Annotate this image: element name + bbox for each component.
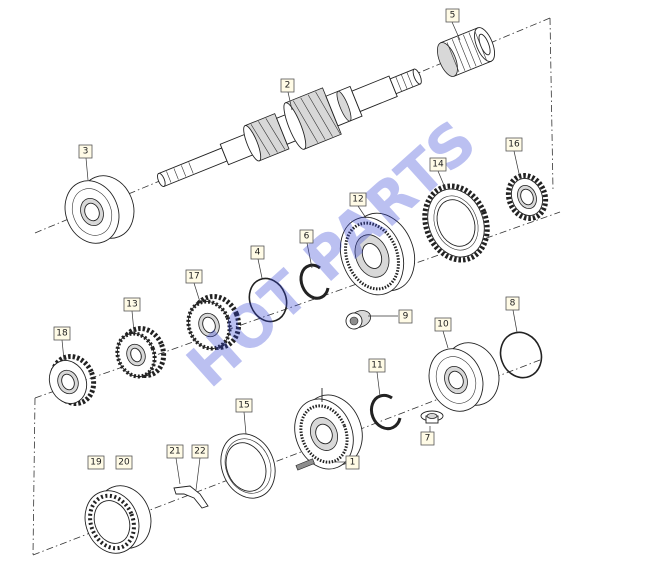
label-18: 18 <box>53 326 71 341</box>
label-10: 10 <box>434 317 452 332</box>
svg-text:11: 11 <box>371 361 382 371</box>
svg-text:3: 3 <box>83 147 89 157</box>
label-4: 4 <box>250 245 265 260</box>
part-2-main-shaft <box>157 68 422 188</box>
svg-text:20: 20 <box>118 458 130 468</box>
svg-text:12: 12 <box>352 195 363 205</box>
part-5-needle-bearing <box>437 27 496 77</box>
svg-text:16: 16 <box>508 140 520 150</box>
label-20: 20 <box>115 455 133 470</box>
label-12: 12 <box>349 192 367 207</box>
label-1: 1 <box>345 455 360 470</box>
label-7: 7 <box>420 431 435 446</box>
svg-text:4: 4 <box>255 248 261 258</box>
svg-text:21: 21 <box>169 447 180 457</box>
svg-text:22: 22 <box>194 447 205 457</box>
label-5: 5 <box>445 8 460 23</box>
svg-text:15: 15 <box>238 401 249 411</box>
label-16: 16 <box>505 137 523 152</box>
part-18-gear <box>48 354 97 406</box>
svg-text:7: 7 <box>425 434 431 444</box>
svg-text:1: 1 <box>350 458 356 468</box>
svg-text:9: 9 <box>403 312 409 322</box>
label-15: 15 <box>235 398 253 413</box>
part-1-synchro-assembly <box>294 388 363 471</box>
part-21-22-shift-fork <box>173 485 209 509</box>
part-19-20-sleeve <box>84 485 152 554</box>
label-21: 21 <box>166 444 184 459</box>
svg-text:14: 14 <box>432 160 444 170</box>
svg-text:10: 10 <box>437 320 449 330</box>
part-6-snap-ring <box>299 263 330 300</box>
part-7-cap <box>420 410 444 424</box>
label-9: 9 <box>398 309 413 324</box>
label-17: 17 <box>185 269 203 284</box>
part-15-synchro-ring <box>220 433 276 499</box>
part-14-synchro-ring <box>422 183 490 263</box>
label-14: 14 <box>429 157 447 172</box>
label-3: 3 <box>78 144 93 159</box>
svg-text:2: 2 <box>285 81 291 91</box>
svg-text:13: 13 <box>126 300 137 310</box>
svg-text:17: 17 <box>188 272 199 282</box>
label-6: 6 <box>299 229 314 244</box>
svg-text:19: 19 <box>90 458 102 468</box>
part-11-snap-ring <box>369 393 402 431</box>
label-11: 11 <box>368 358 386 373</box>
part-12-synchro-hub <box>339 212 416 296</box>
label-19: 19 <box>87 455 105 470</box>
part-13-gear <box>115 326 167 379</box>
svg-text:6: 6 <box>304 232 310 242</box>
label-22: 22 <box>191 444 209 459</box>
part-8-ring <box>499 331 543 379</box>
part-10-ball-bearing <box>428 342 500 412</box>
svg-text:5: 5 <box>450 11 456 21</box>
part-3-ball-bearing <box>64 175 135 244</box>
svg-text:8: 8 <box>510 299 516 309</box>
part-4-ring <box>248 277 288 323</box>
part-9-bushing <box>345 310 372 330</box>
svg-text:18: 18 <box>56 329 68 339</box>
label-8: 8 <box>505 296 520 311</box>
label-2: 2 <box>280 78 295 93</box>
part-17-gear <box>186 294 242 351</box>
part-16-gear <box>505 173 549 221</box>
label-13: 13 <box>123 297 141 312</box>
leader-lines <box>61 21 521 491</box>
